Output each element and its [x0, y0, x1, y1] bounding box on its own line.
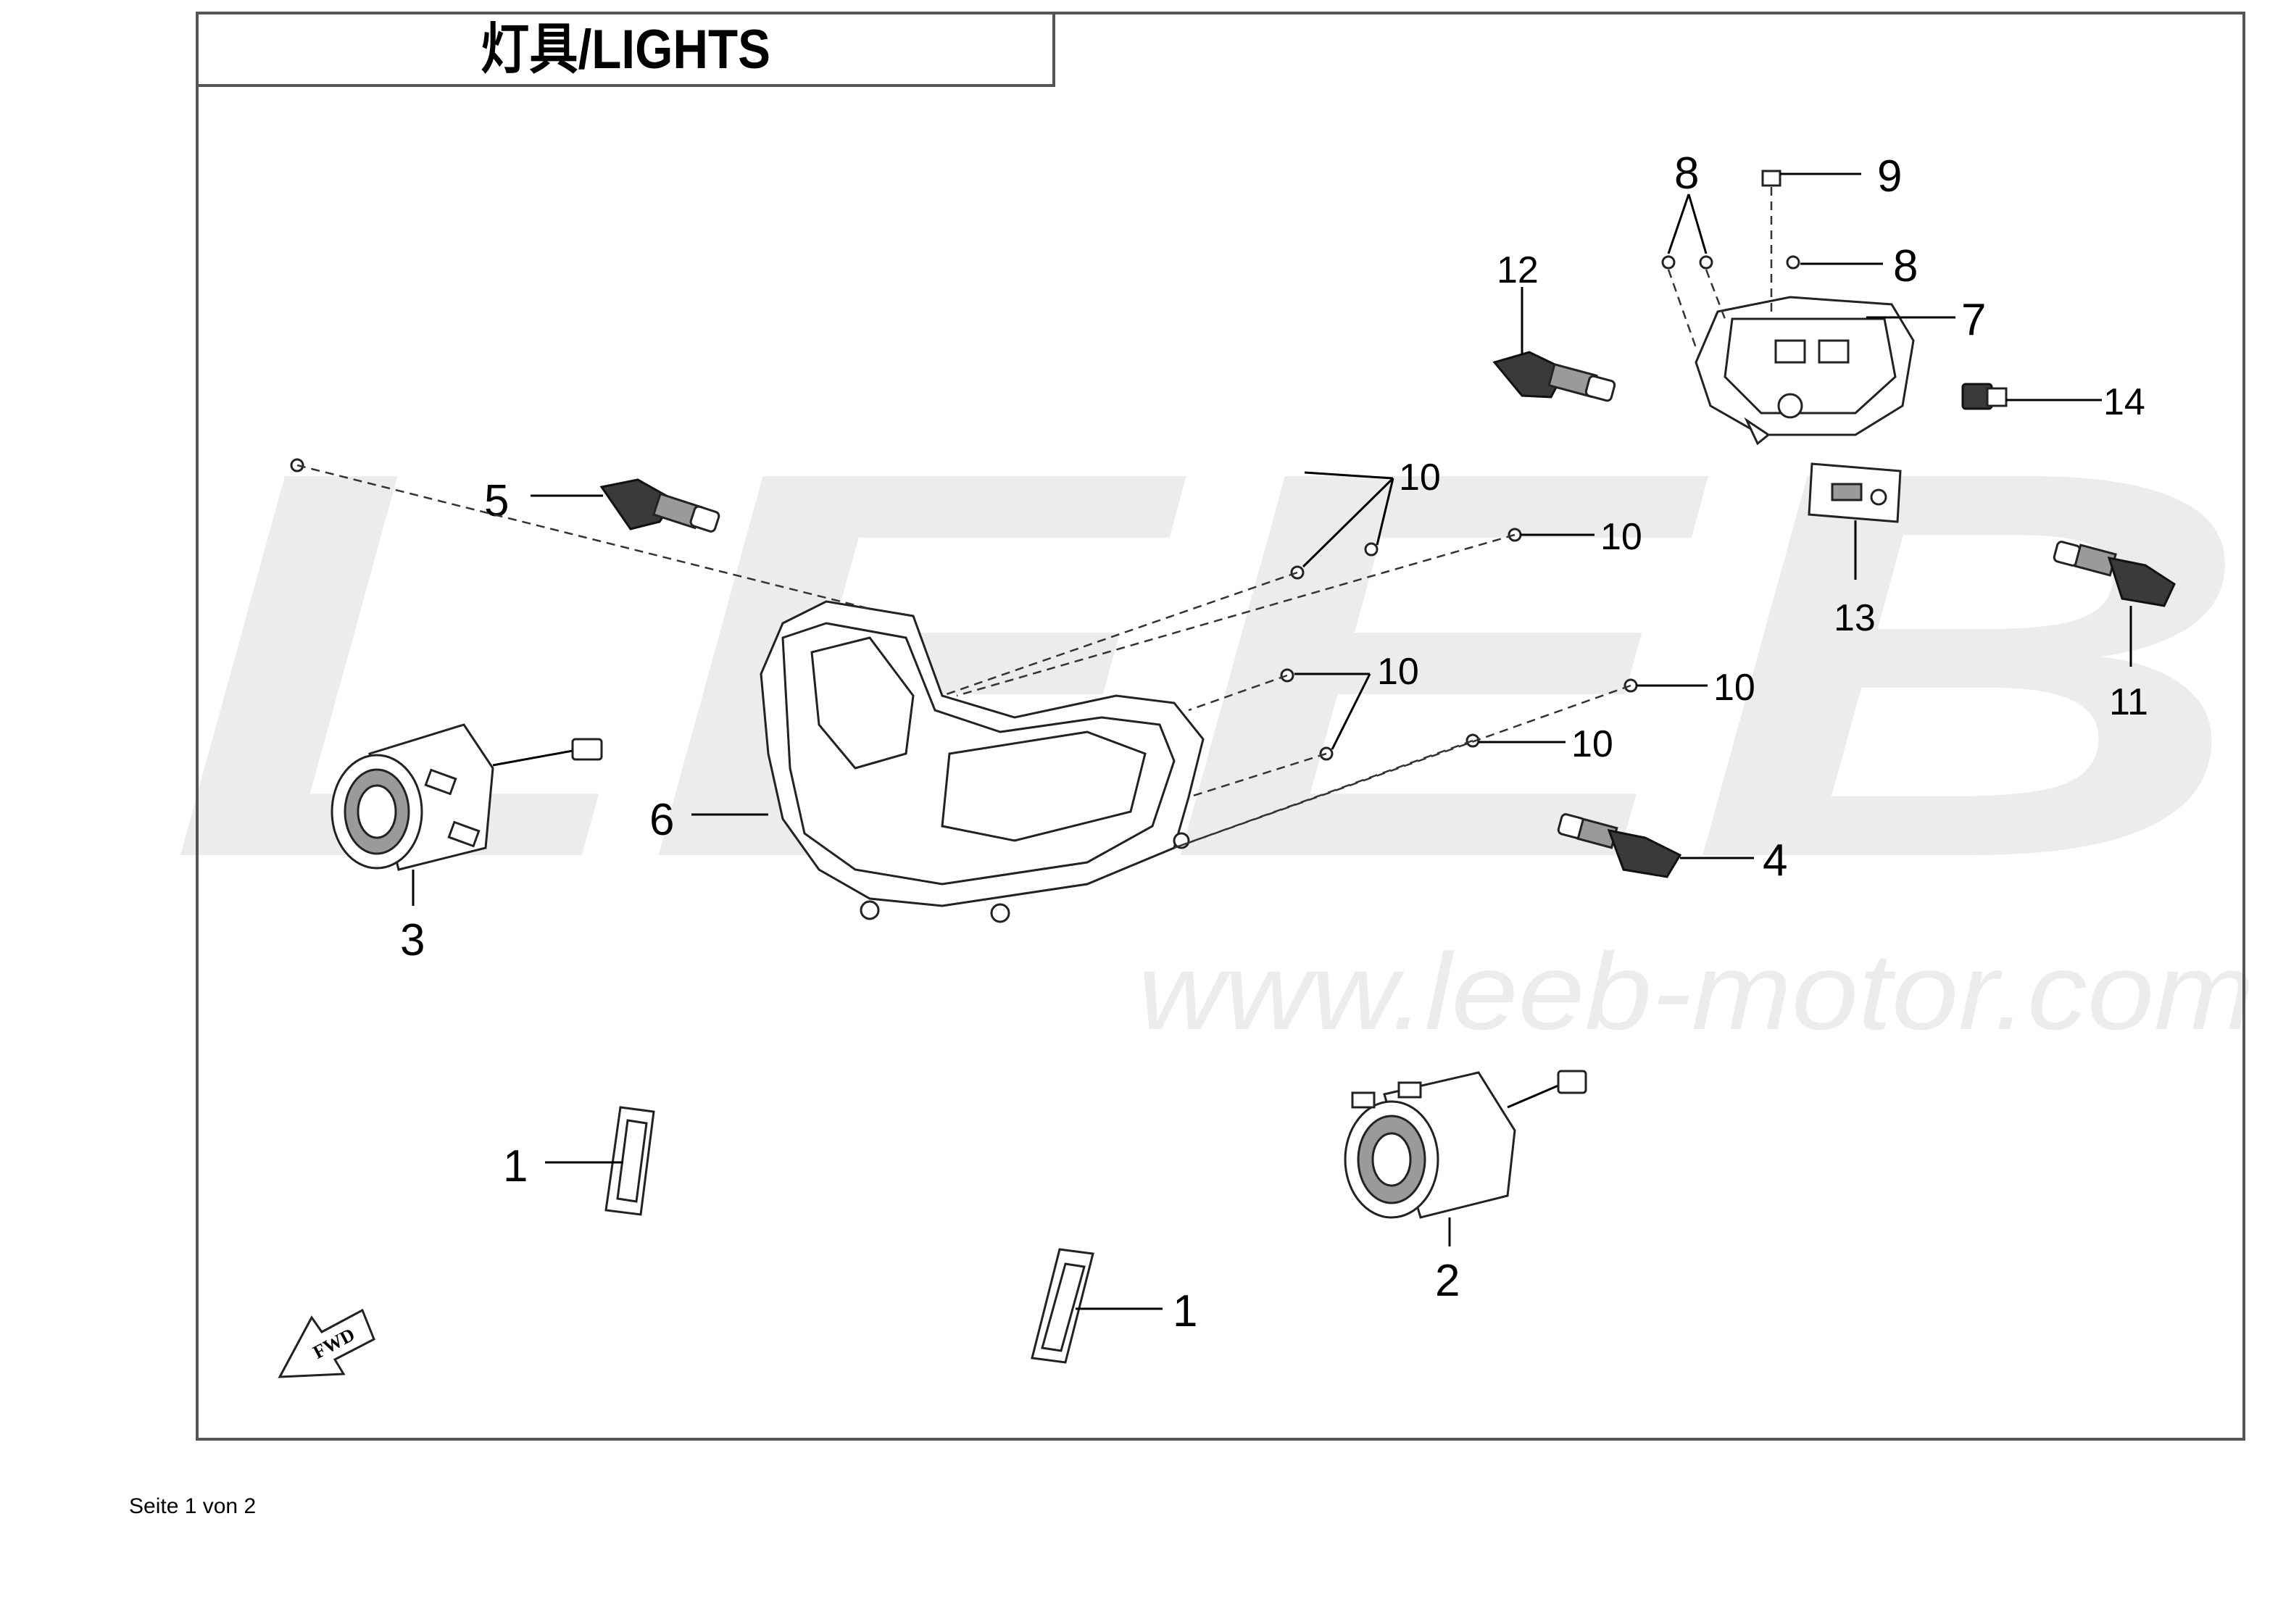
- callout-2: 2: [1435, 1256, 1460, 1306]
- license-plate-light-13-icon: [1808, 462, 1902, 523]
- title-box: [196, 12, 1055, 87]
- relay-14-icon: [1961, 383, 2008, 410]
- screw-8-icon: [1661, 255, 1800, 270]
- callout-13: 13: [1834, 597, 1876, 639]
- headlight-6-icon: [760, 600, 1205, 923]
- watermark-url: www.leeb-motor.com: [1138, 930, 2254, 1052]
- callout-8-right: 8: [1893, 241, 1918, 291]
- callout-6: 6: [649, 795, 674, 845]
- turn-signal-12-icon: [1492, 351, 1616, 402]
- callout-10-a: 10: [1399, 457, 1441, 499]
- turn-signal-5-icon: [599, 478, 720, 533]
- callout-4: 4: [1763, 836, 1787, 886]
- reflector-1-left-icon: [604, 1106, 655, 1216]
- callout-9: 9: [1877, 151, 1902, 201]
- turn-signal-4-icon: [1557, 813, 1682, 878]
- callout-1-left: 1: [503, 1141, 528, 1191]
- watermark: LEEB www.leeb-motor.com: [167, 357, 2254, 1052]
- callout-10-b: 10: [1600, 516, 1642, 558]
- page-footer: Seite 1 von 2: [129, 1494, 257, 1518]
- fog-lamp-3-icon: [330, 723, 603, 871]
- watermark-brand: LEEB: [167, 357, 2254, 973]
- reflector-1-right-icon: [1031, 1248, 1094, 1364]
- fwd-arrow-icon: FWD: [278, 1308, 375, 1378]
- callout-10-d: 10: [1713, 667, 1755, 709]
- callout-12: 12: [1497, 249, 1539, 291]
- diagram-frame: [196, 12, 2245, 1441]
- callout-8-left: 8: [1674, 149, 1699, 199]
- tail-light-7-icon: [1695, 296, 1915, 446]
- callout-1-right: 1: [1173, 1286, 1197, 1336]
- callout-11: 11: [2109, 681, 2148, 723]
- fog-lamp-2-icon: [1344, 1070, 1587, 1219]
- page-title: 灯具/LIGHTS: [481, 19, 770, 80]
- callout-7: 7: [1961, 295, 1986, 345]
- callout-14: 14: [2103, 381, 2145, 423]
- callout-10-c: 10: [1377, 651, 1419, 693]
- callout-5: 5: [484, 476, 509, 526]
- clip-9-icon: [1761, 170, 1782, 187]
- turn-signal-11-icon: [2053, 541, 2176, 607]
- callout-10-e: 10: [1571, 723, 1613, 765]
- callout-3: 3: [400, 915, 425, 965]
